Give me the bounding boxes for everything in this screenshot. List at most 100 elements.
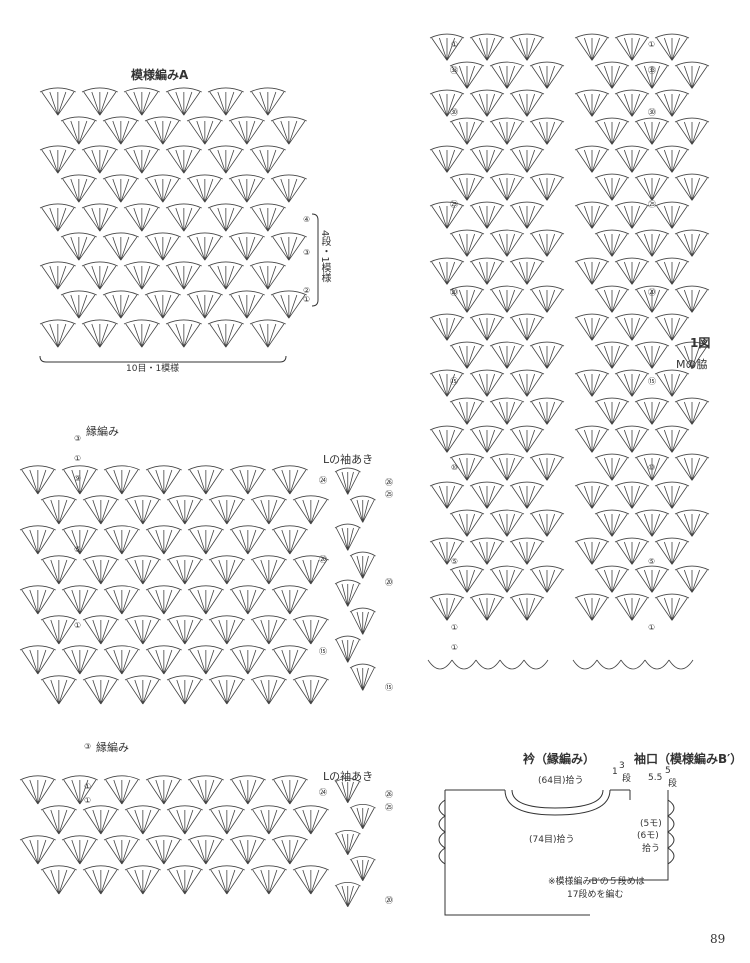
stitch-fan: [252, 809, 286, 835]
chain-arc: [102, 290, 139, 296]
chain-arc: [489, 397, 525, 403]
chain-arc: [124, 555, 161, 561]
stitch-fan: [491, 345, 523, 369]
stitch-fan: [125, 91, 159, 116]
row-marker: ㉚: [648, 108, 656, 117]
stitch-fan: [42, 499, 76, 525]
chain-arc: [207, 145, 244, 151]
chain-arc: [594, 341, 630, 347]
chain-arc: [166, 675, 203, 681]
stitch-fan: [21, 839, 55, 865]
chain-arc: [250, 615, 287, 621]
chain-arc: [250, 675, 287, 681]
stitch-fan: [252, 499, 286, 525]
stitch-fan: [41, 265, 75, 290]
chain-arc: [654, 257, 690, 263]
row-marker: ①: [84, 782, 91, 791]
stitch-fan: [335, 583, 360, 607]
stitch-fan: [636, 457, 668, 481]
repeat-rows-bracket: [311, 213, 319, 307]
stitch-fan: [636, 233, 668, 257]
stitch-fan: [676, 177, 708, 201]
stitch-fan: [272, 294, 306, 319]
stitch-fan: [491, 121, 523, 145]
chain-arc: [124, 865, 161, 871]
stitch-fan: [471, 429, 503, 453]
row-marker: ①: [451, 40, 458, 49]
stitch-fan: [616, 597, 648, 621]
chain-arc: [574, 33, 610, 39]
stitch-fan: [335, 527, 360, 551]
chain-arc: [187, 465, 224, 471]
fig1-title: 1図: [690, 336, 711, 350]
chain-arc: [82, 675, 119, 681]
chain-arc: [614, 369, 650, 375]
chain-arc: [349, 495, 376, 501]
chain-arc: [634, 229, 670, 235]
chain-arc: [82, 615, 119, 621]
row-marker: ①: [451, 643, 458, 652]
stitch-fan: [84, 679, 118, 705]
stitch-fan: [251, 207, 285, 232]
chain-arc: [594, 61, 630, 67]
stitch-fan: [62, 178, 96, 203]
chain-arc: [229, 775, 266, 781]
stitch-fan: [83, 323, 117, 348]
stitch-fan: [451, 345, 483, 369]
chain-arc: [165, 145, 202, 151]
stitch-fan: [188, 120, 222, 145]
stitch-fan: [350, 667, 375, 691]
chain-arc: [40, 615, 77, 621]
chain-arc: [81, 87, 118, 93]
stitch-fan: [294, 559, 328, 585]
stitch-fan: [105, 469, 139, 495]
chain-arc: [165, 203, 202, 209]
chain-arc: [249, 145, 286, 151]
stitch-fan: [105, 839, 139, 865]
stitch-fan: [431, 373, 463, 397]
stitch-fan: [168, 499, 202, 525]
chain-arc: [292, 805, 329, 811]
stitch-fan: [294, 869, 328, 895]
chain-arc: [40, 555, 77, 561]
stitch-fan: [451, 289, 483, 313]
stitch-fan: [531, 401, 563, 425]
stitch-fan: [676, 513, 708, 537]
chain-arc: [165, 261, 202, 267]
chain-arc: [82, 495, 119, 501]
stitch-fan: [294, 499, 328, 525]
chain-arc: [634, 397, 670, 403]
chain-arc: [654, 425, 690, 431]
stitch-fan: [431, 149, 463, 173]
chain-arc: [574, 425, 610, 431]
stitch-fan: [656, 149, 688, 173]
stitch-fan: [471, 149, 503, 173]
chain-arc: [574, 257, 610, 263]
row-marker: ⑨: [74, 474, 81, 483]
row-marker: ①: [303, 295, 310, 304]
row-marker: ③: [74, 434, 81, 443]
chain-arc: [208, 865, 245, 871]
chain-arc: [349, 855, 376, 861]
chain-arc: [19, 585, 56, 591]
chain-arc: [654, 33, 690, 39]
outline-shapes: [39, 213, 675, 916]
row-marker: ①: [74, 621, 81, 630]
chain-arc: [145, 645, 182, 651]
chain-arc: [166, 615, 203, 621]
chain-arc: [574, 89, 610, 95]
stitch-fan: [251, 323, 285, 348]
chain-arc: [429, 481, 465, 487]
chain-arc: [103, 775, 140, 781]
stitch-fan: [273, 589, 307, 615]
stitch-fan: [676, 65, 708, 89]
stitch-fan: [531, 177, 563, 201]
stitch-fan: [210, 869, 244, 895]
chain-arc: [469, 313, 505, 319]
chain-arc: [574, 369, 610, 375]
chain-arc: [186, 174, 223, 180]
chain-arc: [61, 585, 98, 591]
scallop: [427, 659, 453, 670]
stitch-fan: [126, 809, 160, 835]
stitch-fan: [451, 121, 483, 145]
